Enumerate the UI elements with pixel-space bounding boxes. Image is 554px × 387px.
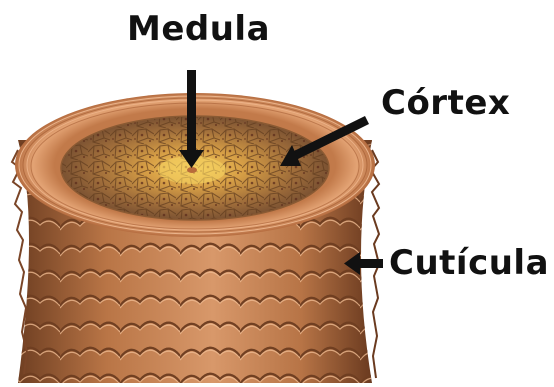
cortex-label: Córtex [381,86,510,120]
cuticula-label: Cutícula [389,246,549,280]
medula-label: Medula [127,12,270,46]
